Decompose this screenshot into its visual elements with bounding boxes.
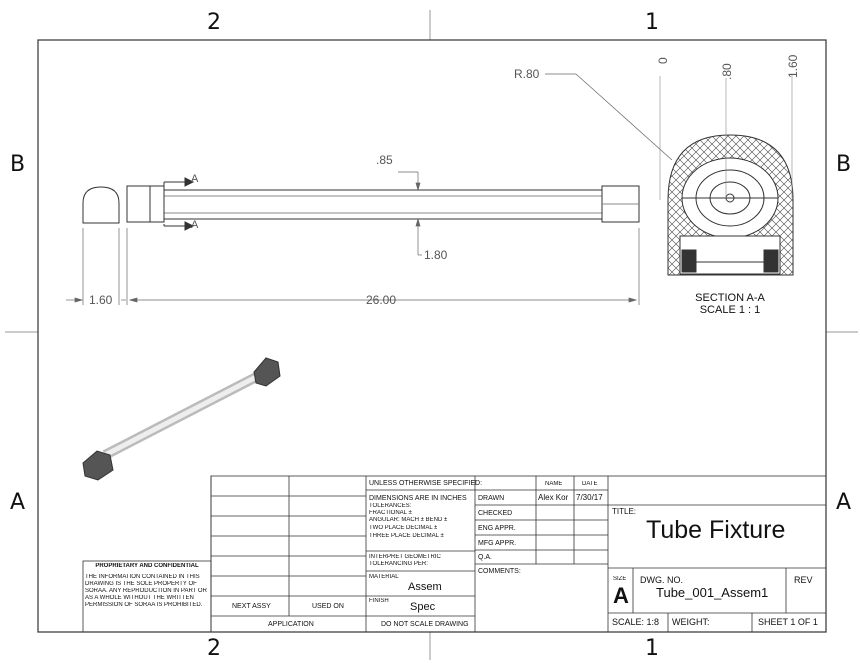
tb-drawn: DRAWN	[478, 495, 505, 502]
proprietary-line-2: DRAWING IS THE SOLE PROPERTY OF	[85, 581, 197, 587]
tb-rev: REV	[794, 575, 813, 585]
title-block-lines	[82, 475, 827, 633]
arrow-label-a1: A	[191, 173, 199, 185]
arrow-label-a2: A	[191, 219, 199, 231]
tb-material: Assem	[408, 581, 442, 593]
tb-mfg: MFG APPR.	[478, 540, 517, 547]
dim-085: .85	[376, 153, 393, 167]
dimension-lines	[66, 171, 640, 305]
zone-right-upper: B	[836, 152, 852, 177]
tb-frac: FRACTIONAL ±	[369, 510, 412, 516]
zone-bottom-left: 2	[207, 636, 221, 661]
zone-left-upper: B	[10, 152, 26, 177]
tb-application: APPLICATION	[268, 621, 314, 628]
tb-finish: Spec	[410, 601, 436, 613]
tube-front-view	[126, 185, 640, 223]
tb-drawn-date: 7/30/17	[576, 494, 603, 502]
isometric-view	[82, 357, 281, 481]
tb-next-assy: NEXT ASSY	[232, 603, 271, 610]
tb-interp1: INTERPRET GEOMETRIC	[369, 554, 441, 560]
tb-dwg-label: DWG. NO.	[640, 575, 683, 585]
tb-two: TWO PLACE DECIMAL ±	[369, 525, 438, 531]
tb-qa: Q.A.	[478, 554, 493, 561]
tb-size: A	[613, 584, 629, 608]
end-cap-side-view	[82, 186, 120, 224]
proprietary-line-5: PERMISSION OF SORAA IS PROHIBITED.	[85, 602, 203, 608]
section-label: SECTION A-A	[695, 292, 765, 304]
section-caption: SECTION A-A SCALE 1 : 1	[670, 292, 790, 316]
tb-checked: CHECKED	[478, 510, 513, 517]
dim-section-80: .80	[720, 63, 734, 80]
proprietary-heading: PROPRIETARY AND CONFIDENTIAL	[95, 563, 199, 569]
proprietary-line-3: SORAA. ANY REPRODUCTION IN PART OR	[85, 588, 207, 594]
tb-eng: ENG APPR.	[478, 525, 516, 532]
dim-radius: R.80	[514, 67, 540, 81]
tb-ang: ANGULAR: MACH ± BEND ±	[369, 517, 448, 523]
tb-tol: TOLERANCES:	[369, 503, 412, 509]
tb-unless: UNLESS OTHERWISE SPECIFIED:	[369, 480, 483, 487]
tb-interp2: TOLERANCING PER:	[369, 561, 428, 567]
tb-name-header: NAME	[545, 481, 563, 487]
tb-comments: COMMENTS:	[478, 568, 521, 575]
tb-sheet: SHEET 1 OF 1	[758, 617, 818, 627]
tb-used-on: USED ON	[312, 603, 344, 610]
dim-section-160: 1.60	[786, 54, 800, 78]
section-view	[545, 73, 794, 276]
tb-material-label: MATERIAL	[369, 574, 399, 580]
proprietary-line-1: THE INFORMATION CONTAINED IN THIS	[85, 574, 200, 580]
zone-bottom-right: 1	[645, 636, 659, 661]
dim-2600: 26.00	[366, 293, 397, 307]
zone-top-right: 1	[645, 10, 659, 35]
tb-three: THREE PLACE DECIMAL ±	[369, 533, 444, 539]
tb-title-label: TITLE:	[612, 508, 637, 516]
tb-weight: WEIGHT:	[672, 617, 710, 627]
tb-no-scale: DO NOT SCALE DRAWING	[381, 621, 469, 628]
tb-date-header: DATE	[582, 481, 598, 487]
zone-left-lower: A	[10, 490, 26, 515]
zone-right-lower: A	[836, 490, 852, 515]
tb-dwg-no: Tube_001_Assem1	[656, 585, 769, 600]
proprietary-line-4: AS A WHOLE WITHOUT THE WRITTEN	[85, 595, 194, 601]
drawing-title: Tube Fixture	[646, 516, 786, 544]
proprietary-notice: PROPRIETARY AND CONFIDENTIAL THE INFORMA…	[85, 563, 209, 609]
dim-180: 1.80	[424, 248, 448, 262]
zone-top-left: 2	[207, 10, 221, 35]
dim-160: 1.60	[89, 293, 113, 307]
tb-dims: DIMENSIONS ARE IN INCHES	[369, 495, 467, 502]
section-arrows	[163, 177, 195, 231]
tb-drawn-name: Alex Kor	[538, 494, 569, 502]
dim-section-0: 0	[656, 57, 670, 64]
zone-ticks	[5, 10, 858, 660]
tb-size-label: SIZE	[613, 576, 627, 582]
section-scale: SCALE 1 : 1	[699, 304, 761, 316]
tb-finish-label: FINISH	[369, 598, 389, 604]
tb-scale: SCALE: 1:8	[612, 617, 660, 627]
